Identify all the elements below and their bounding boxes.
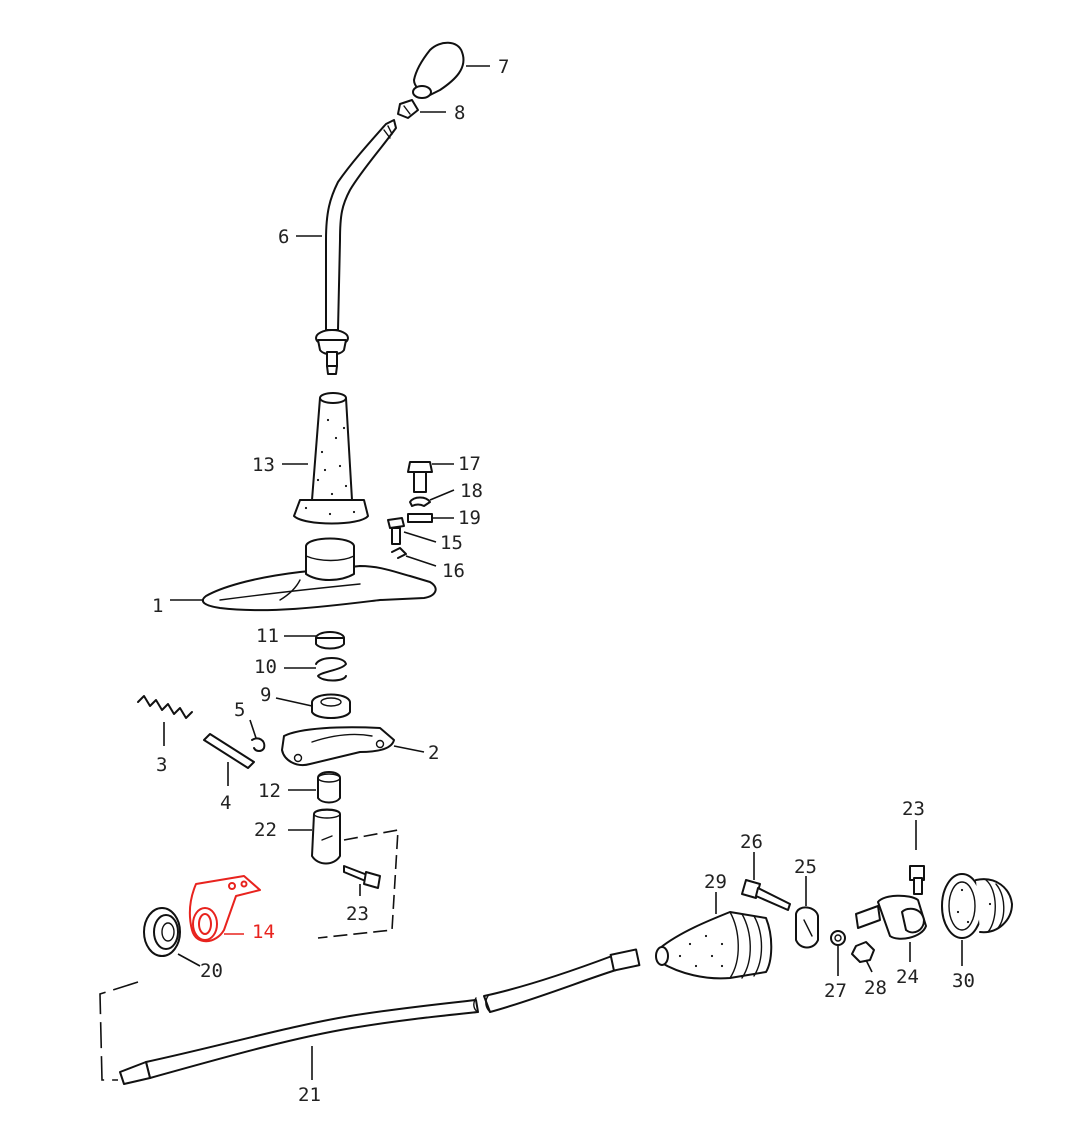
label-26[interactable]: 26: [740, 831, 763, 853]
label-25[interactable]: 25: [794, 856, 817, 878]
part-29-boot[interactable]: [655, 911, 773, 980]
label-15[interactable]: 15: [440, 532, 463, 554]
label-12[interactable]: 12: [258, 780, 281, 802]
label-7[interactable]: 7: [498, 56, 509, 78]
label-17[interactable]: 17: [458, 453, 481, 475]
part-7-shift-knob[interactable]: [412, 41, 465, 99]
part-1-base-plate[interactable]: [201, 537, 437, 612]
label-19[interactable]: 19: [458, 507, 481, 529]
part-15-bolt[interactable]: [387, 517, 405, 545]
part-2-lever-bracket[interactable]: [281, 726, 395, 766]
part-23-bolt-lower[interactable]: [343, 865, 381, 889]
part-20-grommet[interactable]: [143, 907, 181, 957]
label-24[interactable]: 24: [896, 966, 919, 988]
part-17-bolt[interactable]: [407, 461, 433, 493]
label-1[interactable]: 1: [152, 595, 163, 617]
part-6-shift-lever[interactable]: [315, 119, 397, 375]
part-19-nut[interactable]: [407, 513, 433, 523]
assembly-dash-lines: [317, 829, 399, 939]
part-26-bolt[interactable]: [741, 879, 791, 911]
part-16-clip[interactable]: [391, 547, 407, 559]
label-16[interactable]: 16: [442, 560, 465, 582]
label-21[interactable]: 21: [298, 1084, 321, 1106]
part-11-bush[interactable]: [315, 631, 345, 650]
label-10[interactable]: 10: [254, 656, 277, 678]
part-28-nut[interactable]: [851, 941, 875, 963]
label-14-highlighted[interactable]: 14: [252, 921, 275, 943]
part-3-spring[interactable]: [137, 695, 193, 719]
part-24-joint[interactable]: [855, 865, 927, 940]
rod-dash-bracket: [99, 981, 139, 1081]
label-11[interactable]: 11: [256, 625, 279, 647]
label-8[interactable]: 8: [454, 102, 465, 124]
label-29[interactable]: 29: [704, 871, 727, 893]
label-2[interactable]: 2: [428, 742, 439, 764]
label-13[interactable]: 13: [252, 454, 275, 476]
label-18[interactable]: 18: [460, 480, 483, 502]
part-18-washer[interactable]: [409, 496, 431, 507]
part-22-coupling[interactable]: [311, 808, 341, 865]
part-30-boot[interactable]: [941, 873, 1013, 939]
label-3[interactable]: 3: [156, 754, 167, 776]
label-28[interactable]: 28: [864, 977, 887, 999]
label-5[interactable]: 5: [234, 699, 245, 721]
part-4-pin[interactable]: [203, 733, 255, 769]
callout-labels: 7 8 6 13 17 18 19 15 16 1 11 10 9 5 2 3 …: [152, 56, 975, 1106]
label-30[interactable]: 30: [952, 970, 975, 992]
label-20[interactable]: 20: [200, 960, 223, 982]
label-27[interactable]: 27: [824, 980, 847, 1002]
label-23-lower[interactable]: 23: [346, 903, 369, 925]
part-8-clip[interactable]: [397, 99, 419, 119]
part-27-nut[interactable]: [830, 930, 846, 946]
part-13-shift-boot[interactable]: [293, 392, 369, 525]
part-14-bracket-highlighted[interactable]: [188, 875, 261, 943]
label-23-upper[interactable]: 23: [902, 798, 925, 820]
part-9-ring[interactable]: [311, 693, 351, 719]
label-4[interactable]: 4: [220, 792, 231, 814]
label-6[interactable]: 6: [278, 226, 289, 248]
part-12-bush[interactable]: [317, 771, 341, 804]
label-9[interactable]: 9: [260, 684, 271, 706]
part-21-shift-rod[interactable]: [119, 948, 641, 1085]
label-22[interactable]: 22: [254, 819, 277, 841]
part-25-clamp[interactable]: [795, 906, 819, 949]
part-5-clip[interactable]: [251, 737, 266, 752]
part-10-spring[interactable]: [315, 657, 347, 682]
leader-lines: [163, 65, 963, 1080]
